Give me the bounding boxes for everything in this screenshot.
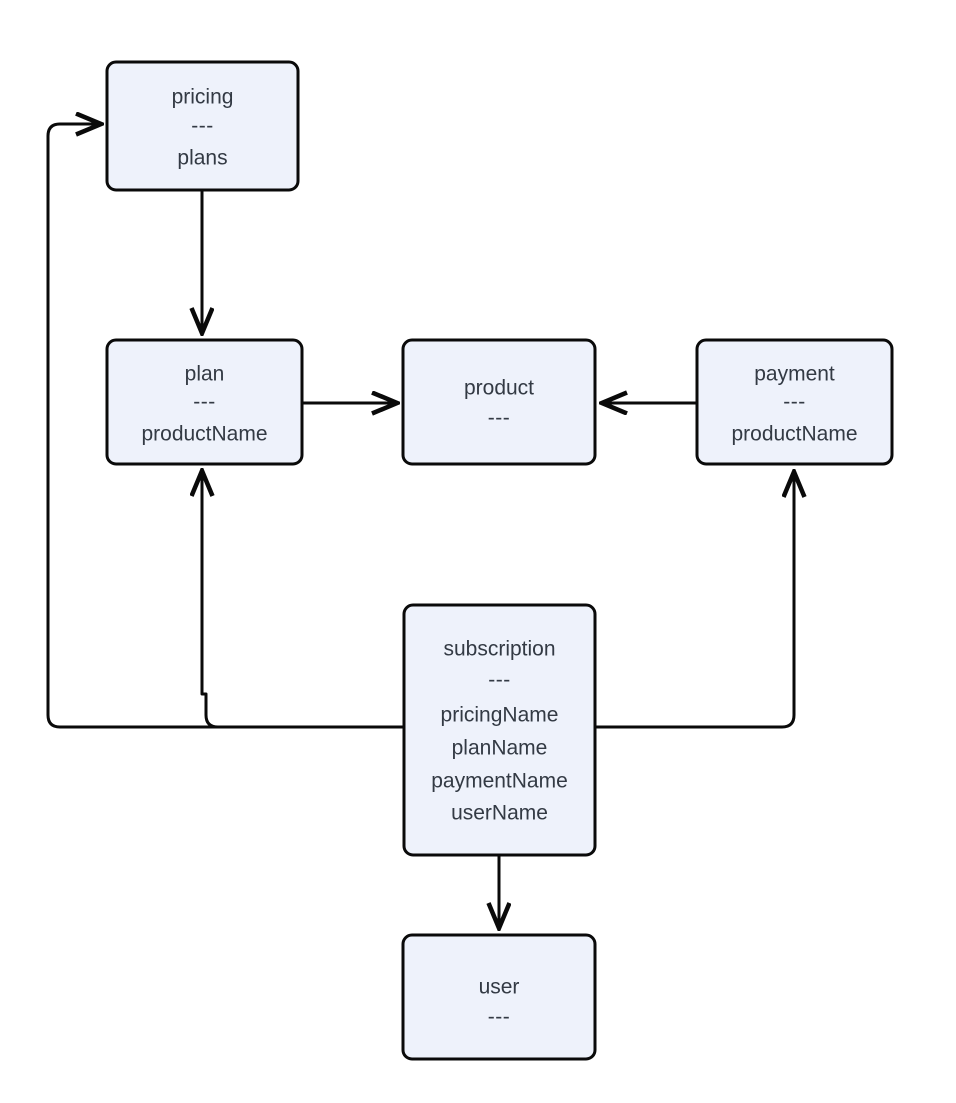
node-subscription-field-username: userName [451,802,548,825]
node-user[interactable]: user --- [401,933,597,1061]
node-pricing-field-plans: plans [177,147,227,170]
node-user-separator: --- [488,1006,510,1029]
node-payment-box[interactable] [695,338,894,466]
node-plan-box[interactable] [105,338,304,466]
node-payment-separator: --- [783,391,805,414]
node-subscription-separator: --- [488,669,510,692]
node-product[interactable]: product --- [401,338,597,466]
node-product-separator: --- [488,407,510,430]
node-subscription-field-pricingname: pricingName [441,704,559,727]
node-subscription[interactable]: subscription --- pricingName planName pa… [402,603,597,857]
node-user-title: user [479,976,520,999]
edges-layer [46,124,794,927]
edge-subscription-to-pricing [46,124,404,729]
node-plan-title: plan [185,363,225,386]
node-pricing-separator: --- [191,115,213,138]
node-subscription-title: subscription [443,638,555,661]
node-subscription-box[interactable] [402,603,597,857]
node-plan-separator: --- [193,391,215,414]
nodes-layer: pricing --- plans plan --- productName p… [105,60,894,1061]
node-plan[interactable]: plan --- productName [105,338,304,466]
node-payment-field-productname: productName [731,423,857,446]
node-pricing[interactable]: pricing --- plans [105,60,300,192]
node-product-box[interactable] [401,338,597,466]
node-product-title: product [464,377,534,400]
node-subscription-field-paymentname: paymentName [431,770,568,793]
edge-subscription-to-plan [202,472,404,729]
node-payment-title: payment [754,363,835,386]
node-payment[interactable]: payment --- productName [695,338,894,466]
node-user-box[interactable] [401,933,597,1061]
node-pricing-title: pricing [172,86,234,109]
node-subscription-field-planname: planName [452,737,548,760]
node-pricing-box[interactable] [105,60,300,192]
edge-subscription-to-payment [595,473,794,729]
node-plan-field-productname: productName [141,423,267,446]
